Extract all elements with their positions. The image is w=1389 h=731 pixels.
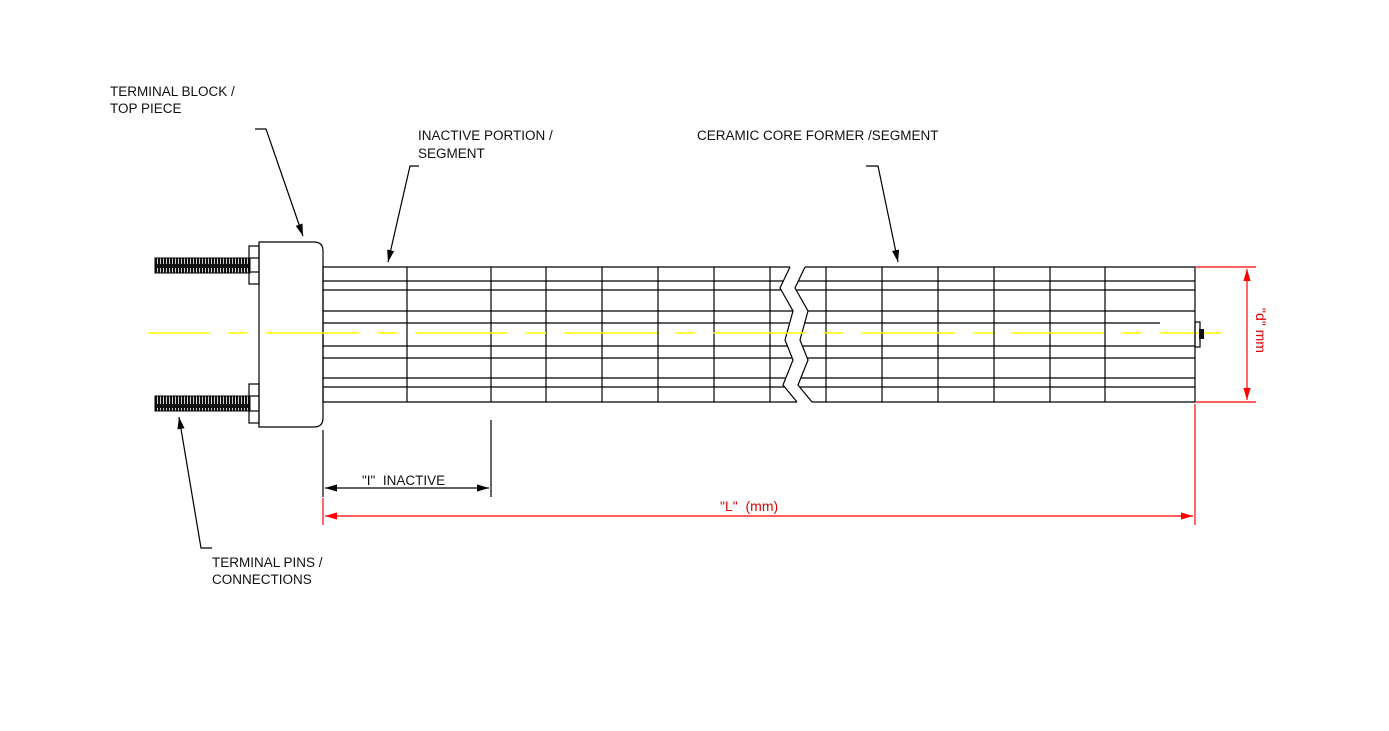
- terminal-pins: [154, 245, 260, 424]
- inactive-dimension: "I" INACTIVE: [322, 420, 492, 497]
- length-dimension: "L" (mm): [322, 404, 1196, 525]
- terminal-pins-label-1: TERMINAL PINS /: [212, 555, 323, 570]
- end-cap: [1194, 321, 1204, 348]
- leaders: [177, 128, 900, 549]
- length-dimension-label: "L" (mm): [720, 498, 778, 514]
- terminal-block: [258, 241, 324, 428]
- ceramic-core-label: CERAMIC CORE FORMER /SEGMENT: [697, 128, 939, 143]
- diameter-dimension: "d" mm: [1195, 266, 1269, 403]
- ceramic-core-body: [322, 266, 1196, 403]
- inactive-portion-label-1: INACTIVE PORTION /: [418, 128, 553, 143]
- terminal-block-label-2: TOP PIECE: [110, 101, 182, 116]
- diameter-dimension-label: "d" mm: [1253, 308, 1269, 353]
- inactive-dimension-label: "I" INACTIVE: [362, 473, 445, 488]
- inactive-portion-label-2: SEGMENT: [418, 146, 485, 161]
- break-line-left: [779, 266, 798, 403]
- break-line-right: [794, 266, 813, 403]
- terminal-pins-label-2: CONNECTIONS: [212, 572, 312, 587]
- terminal-block-label-1: TERMINAL BLOCK /: [110, 84, 235, 99]
